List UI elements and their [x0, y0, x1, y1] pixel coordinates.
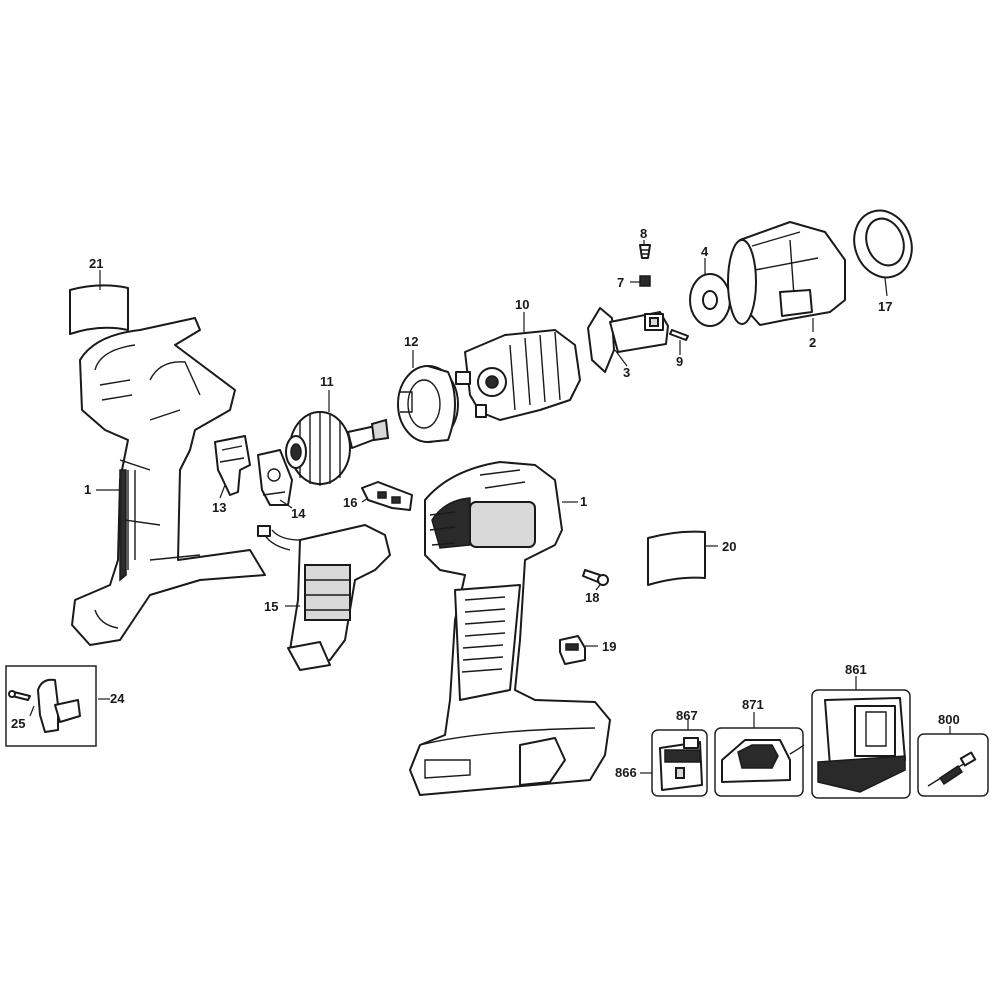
label-18: 18 [585, 590, 599, 605]
part-20-label[interactable] [647, 530, 706, 586]
part-1-housing-left-half[interactable] [71, 317, 266, 646]
part-2-nose-cover[interactable] [727, 221, 846, 326]
part-number-labels: 21 1 13 14 11 12 16 15 10 3 8 7 9 4 2 17… [11, 226, 960, 780]
part-11-armature[interactable] [285, 411, 390, 486]
label-19: 19 [602, 639, 616, 654]
part-10-gear-case[interactable] [455, 329, 581, 421]
label-10: 10 [515, 297, 529, 312]
label-7: 7 [617, 275, 624, 290]
label-3: 3 [623, 365, 630, 380]
label-800: 800 [938, 712, 960, 727]
label-867: 867 [676, 708, 698, 723]
leader-lines [29, 240, 951, 774]
label-11: 11 [320, 374, 334, 389]
part-9-pin[interactable] [669, 329, 689, 341]
part-8-screw[interactable] [639, 244, 651, 259]
part-15-switch-assembly[interactable] [257, 524, 391, 671]
part-3-anvil[interactable] [587, 307, 669, 373]
part-7-spring[interactable] [639, 275, 651, 287]
part-19-clip[interactable] [559, 635, 586, 665]
part-13-brush-holder[interactable] [214, 435, 251, 496]
label-24: 24 [110, 691, 125, 706]
label-12: 12 [404, 334, 418, 349]
label-1-left: 1 [84, 482, 91, 497]
label-861: 861 [845, 662, 867, 677]
part-861-kit-case[interactable] [817, 697, 906, 793]
part-871-charger[interactable] [721, 739, 805, 783]
part-867-battery-cover[interactable] [683, 737, 699, 749]
label-2: 2 [809, 335, 816, 350]
kit-case-box[interactable] [811, 689, 911, 799]
label-15: 15 [264, 599, 278, 614]
label-8: 8 [640, 226, 647, 241]
part-17-bumper-ring[interactable] [845, 202, 921, 285]
part-21-label-sticker[interactable] [69, 284, 129, 335]
part-16-switch-lever[interactable] [361, 481, 413, 511]
accessory-box[interactable] [917, 733, 989, 797]
label-17: 17 [878, 299, 892, 314]
label-4: 4 [701, 244, 709, 259]
part-866-battery-pack[interactable] [659, 741, 703, 791]
label-20: 20 [722, 539, 736, 554]
part-1-housing-right-assembled[interactable] [409, 461, 611, 796]
label-9: 9 [676, 354, 683, 369]
belt-hook-box[interactable] [5, 665, 97, 747]
label-16: 16 [343, 495, 357, 510]
charger-box[interactable] [714, 727, 805, 797]
label-14: 14 [291, 506, 306, 521]
label-21: 21 [89, 256, 103, 271]
label-1-right: 1 [580, 494, 587, 509]
label-871: 871 [742, 697, 764, 712]
part-4-washer[interactable] [689, 273, 731, 327]
battery-pack-box[interactable] [651, 729, 708, 797]
part-24-belt-hook[interactable] [37, 678, 81, 733]
label-866: 866 [615, 765, 637, 780]
part-25-screw[interactable] [8, 690, 31, 701]
part-18-screw[interactable] [582, 569, 609, 586]
part-12-ring-gear[interactable] [397, 365, 459, 443]
label-13: 13 [212, 500, 226, 515]
part-800-accessory[interactable] [927, 751, 977, 787]
label-25: 25 [11, 716, 25, 731]
